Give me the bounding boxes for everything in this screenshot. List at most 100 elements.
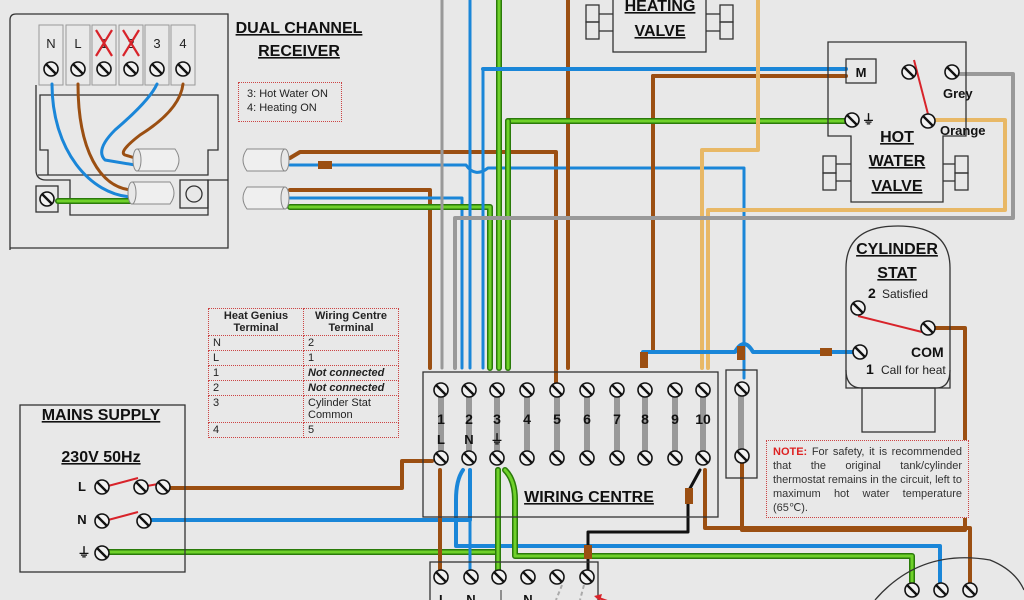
receiver-title-line2: RECEIVER xyxy=(258,43,340,60)
wc-top-screw[interactable] xyxy=(695,382,711,398)
wc-top-screw[interactable] xyxy=(489,382,505,398)
boiler-screw[interactable] xyxy=(520,569,536,585)
wc-top-screw[interactable] xyxy=(519,382,535,398)
legend-line-4: 4: Heating ON xyxy=(247,102,317,114)
cell-wiring-centre: 2 xyxy=(303,335,399,351)
mains-n-screw[interactable] xyxy=(94,513,110,529)
wc-top-screw[interactable] xyxy=(637,382,653,398)
mains-l-out-screw[interactable] xyxy=(155,479,171,495)
hwv-grey-screw[interactable] xyxy=(944,64,960,80)
mains-earth-screw[interactable] xyxy=(94,545,110,561)
wc-bottom-screw[interactable] xyxy=(637,450,653,466)
earth-symbol: ⏚ xyxy=(862,112,875,127)
wc-top-screw[interactable] xyxy=(667,382,683,398)
stat-switch-link xyxy=(857,315,923,333)
wc-bottom-screw[interactable] xyxy=(489,450,505,466)
motor-label: M xyxy=(856,65,867,80)
mains-label-l: L xyxy=(78,479,86,494)
cell-heat-genius: N xyxy=(208,335,304,351)
earth-to-pump-wire xyxy=(502,467,915,585)
earth-to-wc3-wire xyxy=(287,204,493,371)
cylinder-stat: CYLINDER STAT 2 Satisfied COM 1 Call for… xyxy=(845,225,951,433)
wc-top-screw[interactable] xyxy=(433,382,449,398)
receiver-screw[interactable] xyxy=(175,61,191,77)
wc-terminal-sublabel: ⏚ xyxy=(490,432,503,447)
wire-nut xyxy=(127,181,175,205)
wc-terminal-sublabel: L xyxy=(437,432,445,447)
wc-bottom-screw[interactable] xyxy=(695,450,711,466)
wc-bottom-screw[interactable] xyxy=(667,450,683,466)
t2-label: Satisfied xyxy=(882,287,928,301)
receiver-screw[interactable] xyxy=(123,61,139,77)
stat-t1-screw[interactable] xyxy=(852,344,868,360)
wc-bottom-screw[interactable] xyxy=(609,450,625,466)
pump-screw[interactable] xyxy=(904,582,920,598)
switched-live-wire xyxy=(586,468,702,580)
pump-screw[interactable] xyxy=(962,582,978,598)
header-wiring-centre: Wiring Centre Terminal xyxy=(303,308,399,336)
receiver-screw[interactable] xyxy=(43,61,59,77)
receiver-screw[interactable] xyxy=(149,61,165,77)
insulating-sleeve xyxy=(318,161,332,169)
boiler-screw[interactable] xyxy=(491,569,507,585)
grey-label: Grey xyxy=(943,86,973,101)
hwv-grey-wire xyxy=(453,72,1015,370)
hwv-orange-screw[interactable] xyxy=(920,113,936,129)
wc-terminal-number: 1 xyxy=(437,411,445,427)
cell-heat-genius: 2 xyxy=(208,380,304,396)
wc-bottom-screw[interactable] xyxy=(433,450,449,466)
receiver-title-line1: DUAL CHANNEL xyxy=(236,20,363,37)
mains-label-n: N xyxy=(77,512,86,527)
boiler-screw[interactable] xyxy=(463,569,479,585)
wc-terminal-number: 5 xyxy=(553,411,561,427)
hwv-orange-wire xyxy=(706,118,1007,370)
cell-wiring-centre: Not connected xyxy=(303,380,399,396)
junction-bottom-screw[interactable] xyxy=(734,448,750,464)
insulating-sleeve xyxy=(820,348,832,356)
table-header-row: Heat Genius Terminal Wiring Centre Termi… xyxy=(208,308,399,336)
wire-nut xyxy=(242,148,290,172)
junction-top-screw[interactable] xyxy=(734,381,750,397)
boiler-label-n2: N xyxy=(523,592,532,600)
wc-top-screw[interactable] xyxy=(461,382,477,398)
live-to-wc1-wire xyxy=(288,188,432,370)
wc-terminal-number: 8 xyxy=(641,411,649,427)
receiver-screw[interactable] xyxy=(96,61,112,77)
wc-top-screw[interactable] xyxy=(609,382,625,398)
stat-t2-screw[interactable] xyxy=(850,300,866,316)
insulating-sleeve xyxy=(584,545,592,559)
t1-label: Call for heat xyxy=(881,363,946,377)
wc-bottom-screw[interactable] xyxy=(549,450,565,466)
boiler-screw[interactable] xyxy=(579,569,595,585)
receiver-terminal-3: 1 xyxy=(91,24,117,86)
receiver-screw[interactable] xyxy=(70,61,86,77)
mains-l-screw[interactable] xyxy=(94,479,110,495)
cell-heat-genius: 3 xyxy=(208,395,304,423)
valve-switch-link xyxy=(913,59,930,119)
wc-terminal-5: 5 xyxy=(553,392,561,454)
wc-top-screw[interactable] xyxy=(579,382,595,398)
cell-heat-genius: L xyxy=(208,350,304,366)
wc-bottom-screw[interactable] xyxy=(519,450,535,466)
hwv-switch-screw[interactable] xyxy=(901,64,917,80)
wc-top-screw[interactable] xyxy=(549,382,565,398)
mains-n-out-screw[interactable] xyxy=(136,513,152,529)
cyl-stat-line2: STAT xyxy=(877,265,917,282)
heating-valve-line2: VALVE xyxy=(635,23,686,40)
receiver-earth-screw[interactable] xyxy=(39,191,55,207)
heating-valve-orange-wire xyxy=(700,0,760,370)
pump-screw[interactable] xyxy=(933,582,949,598)
wc-bottom-screw[interactable] xyxy=(461,450,477,466)
mains-l-link-screw[interactable] xyxy=(133,479,149,495)
wc-bottom-screw[interactable] xyxy=(579,450,595,466)
boiler-screw[interactable] xyxy=(433,569,449,585)
receiver-terminal-4: 2 xyxy=(118,24,144,86)
boiler-screw[interactable] xyxy=(549,569,565,585)
stat-com-screw[interactable] xyxy=(920,320,936,336)
hwv-earth-screw[interactable] xyxy=(844,112,860,128)
cell-heat-genius: 4 xyxy=(208,422,304,438)
